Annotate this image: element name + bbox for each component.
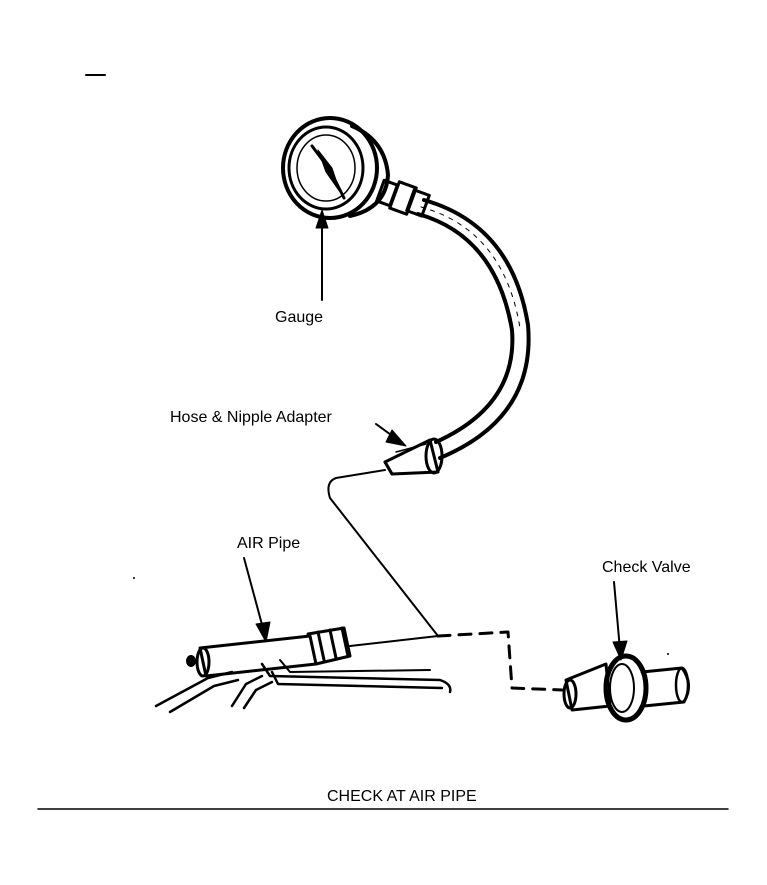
leader-arrows [243, 209, 628, 661]
air-pipe-drawing [154, 626, 452, 714]
figure-caption: CHECK AT AIR PIPE [327, 788, 477, 805]
air-pipe-label: AIR Pipe [237, 535, 301, 552]
hose-drawing [416, 198, 531, 460]
check-valve-label: Check Valve [602, 559, 691, 576]
nipple-adapter-drawing [383, 437, 444, 476]
dashed-connection [436, 630, 564, 692]
check-valve-drawing [562, 653, 690, 723]
hose-adapter-label: Hose & Nipple Adapter [170, 409, 332, 426]
tube-line [327, 469, 439, 637]
gauge-drawing [281, 116, 431, 220]
gauge-label: Gauge [275, 309, 324, 326]
